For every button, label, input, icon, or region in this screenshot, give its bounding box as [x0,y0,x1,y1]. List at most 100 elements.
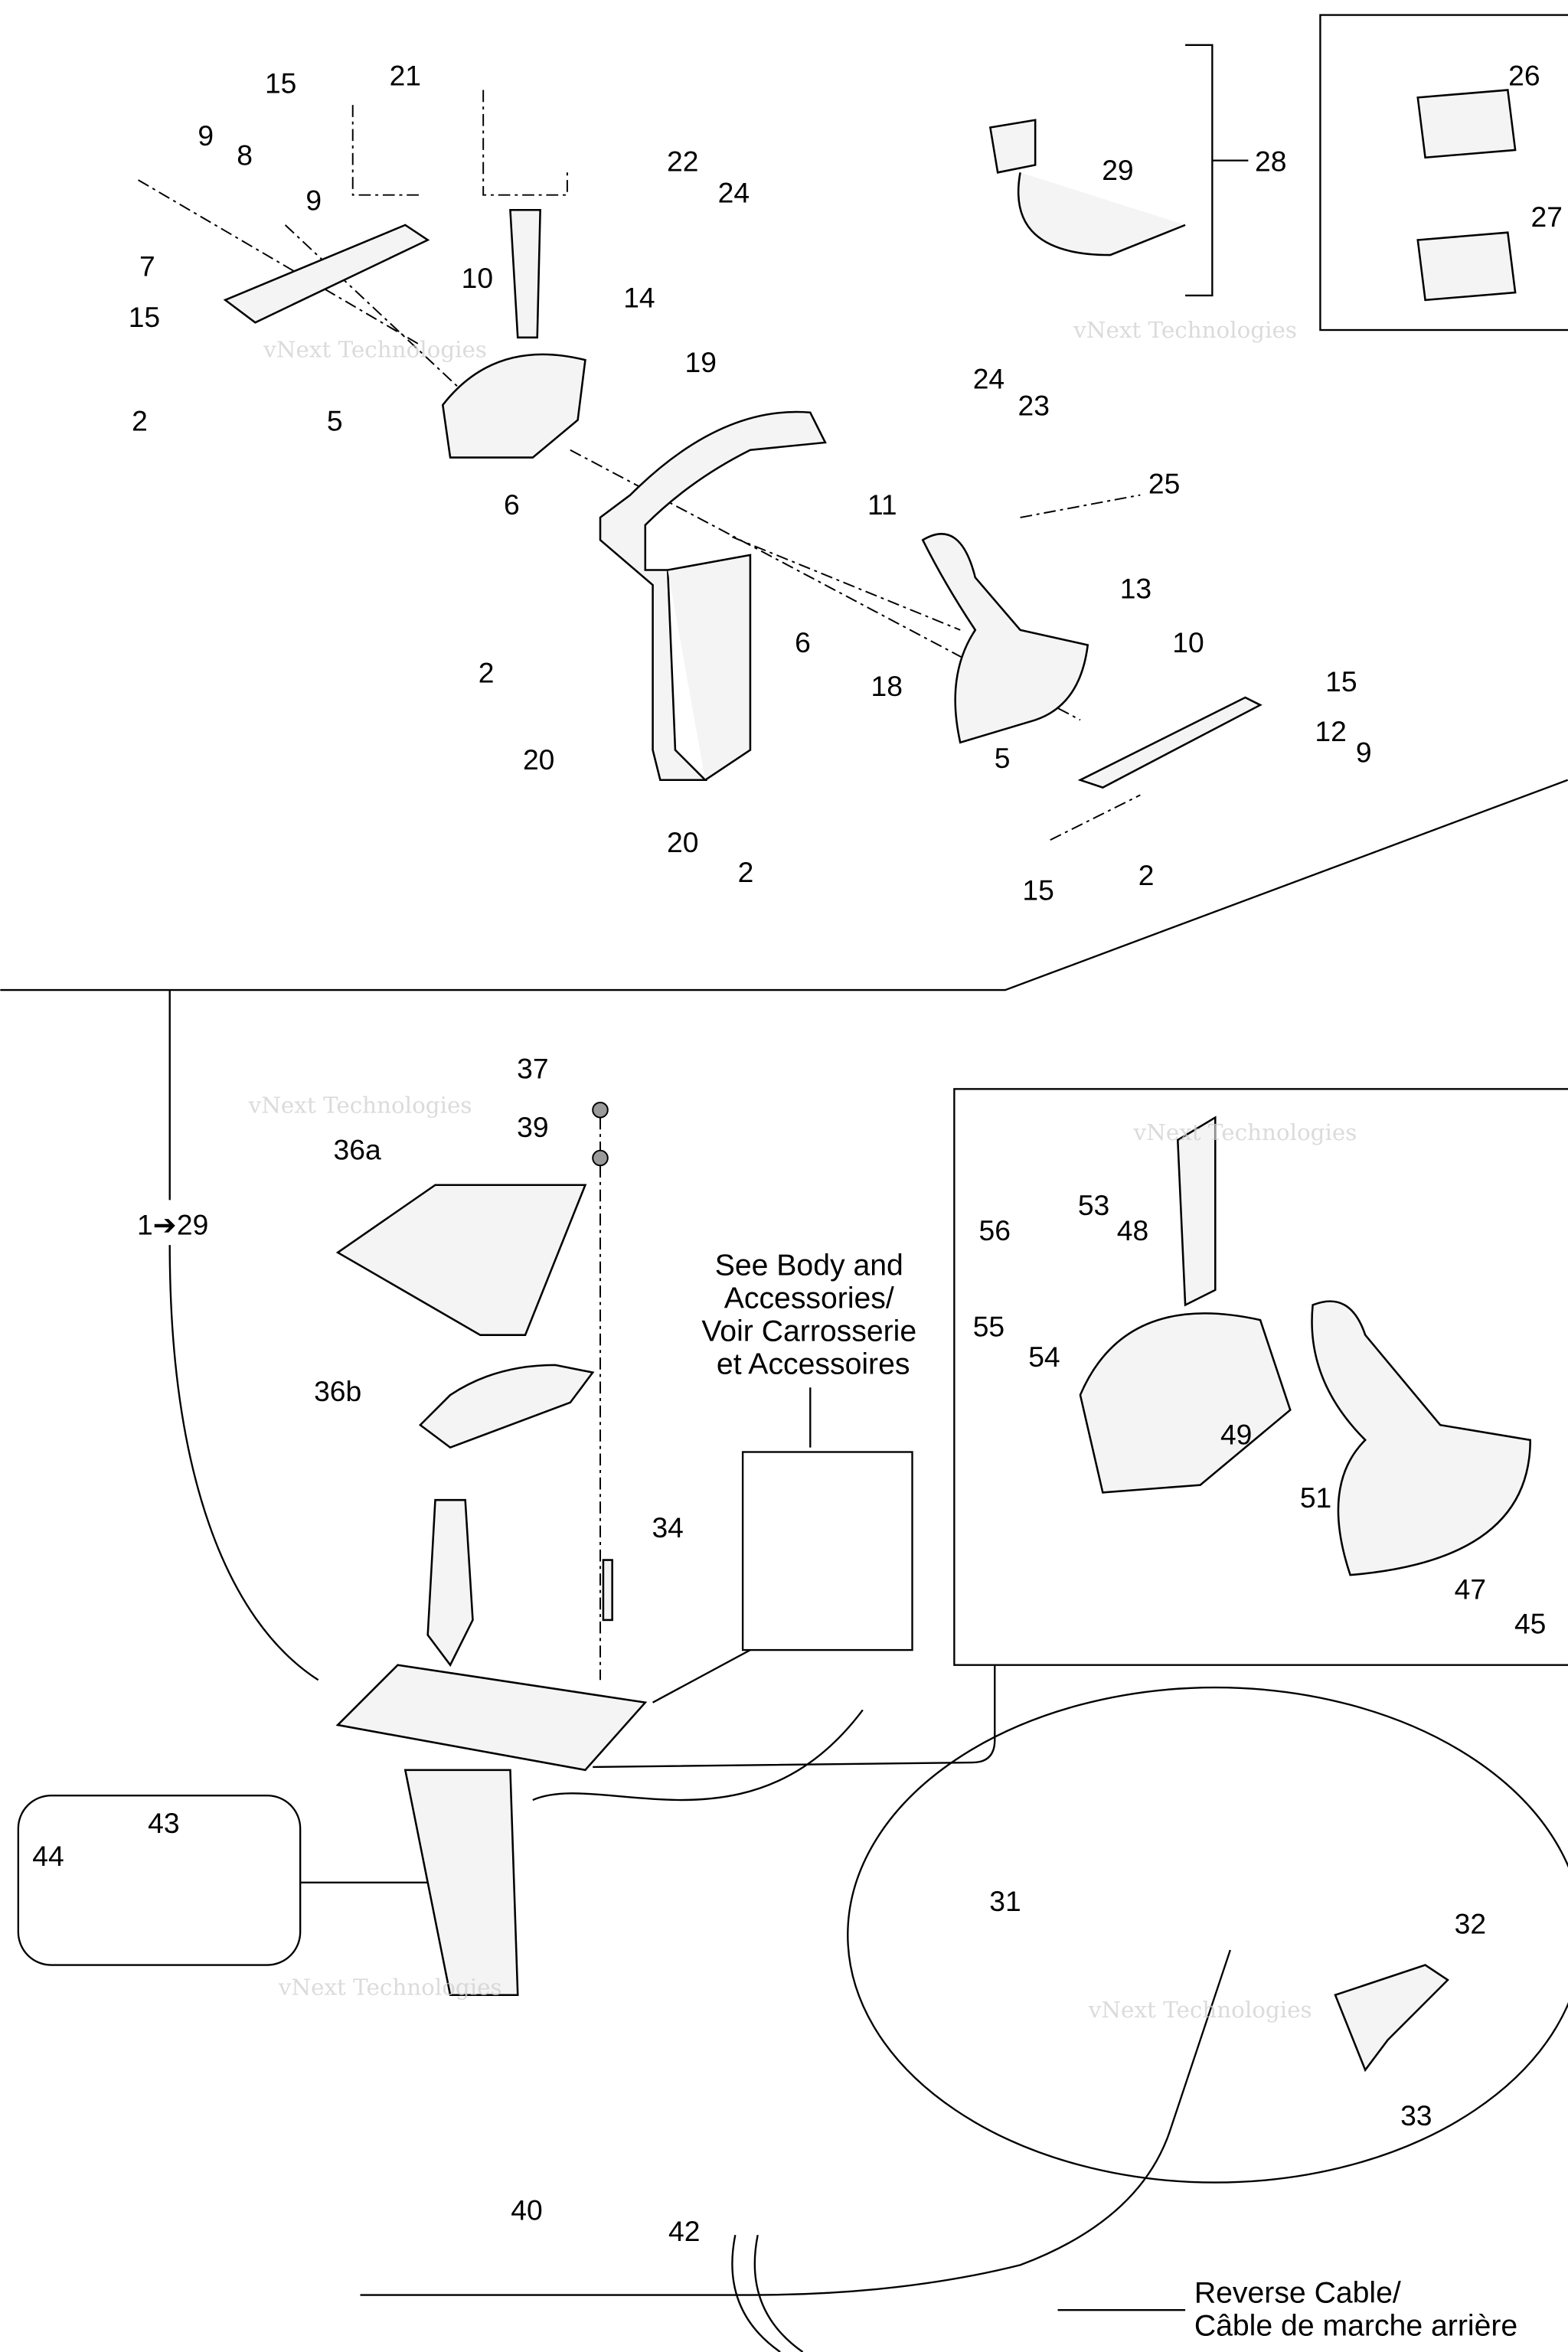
callout-label: 9 [305,184,322,216]
watermark-text: vNext Technologies [1073,317,1297,343]
callout-label: 47 [1455,1573,1486,1605]
callout-label: 2 [132,404,148,436]
see-body-note: See Body and Accessories/ Voir Carrosser… [701,1249,925,1380]
body-arrow-line [652,1649,751,1704]
callout-label: 12 [1315,715,1346,747]
callout-label: 2 [479,656,495,688]
callout-label: 53 [1078,1189,1109,1221]
callout-label: 40 [511,2194,542,2226]
callout-label: 49 [1220,1419,1252,1451]
note-line: See Body and [715,1249,903,1282]
bracket-left [223,224,430,324]
callout-label: 32 [1455,1907,1486,1939]
callout-label: 31 [989,1885,1021,1917]
callout-label: 15 [129,301,160,333]
cover-36a [335,1184,587,1336]
reverse-cable-note: Reverse Cable/ Câble de marche arrière [1194,2276,1517,2342]
note-line: Reverse Cable/ [1194,2276,1401,2309]
callout-label: 26 [1508,60,1540,92]
callout-label: 45 [1514,1608,1546,1640]
cable-detail-ellipse [847,1687,1568,2184]
callout-label: 42 [668,2215,700,2247]
cable-tie-42 [731,2234,804,2352]
callout-label: 43 [148,1807,179,1839]
watermark-text: vNext Technologies [1088,1997,1312,2023]
callout-label: 2 [1138,859,1155,891]
note-line: et Accessoires [717,1348,910,1381]
callout-label: 51 [1300,1481,1331,1514]
callout-label: 24 [718,176,750,208]
callout-label: 9 [198,119,214,152]
trim-sensor-29 [988,119,1186,256]
callout-label: 2 [738,856,754,888]
callout-label: 55 [973,1311,1004,1343]
note-line: Accessories/ [724,1282,894,1315]
callout-label: 18 [871,670,903,702]
callout-label: 8 [237,139,253,172]
callout-label: 1➔29 [137,1208,208,1240]
trim-switch-26 [1416,89,1517,159]
bracket-right [1077,696,1263,789]
callout-label: 20 [667,826,698,858]
callout-label: 44 [32,1840,64,1872]
cable-plate-32 [1334,1964,1449,2073]
callout-label: 28 [1255,145,1286,177]
callout-label: 25 [1148,468,1180,500]
callout-label: 15 [1022,874,1054,906]
inset-arrow-line [593,1664,996,1769]
callout-label: 34 [652,1511,683,1544]
callout-label: 20 [523,743,554,776]
watermarks: vNext Technologies vNext Technologies vNex… [248,317,1357,2023]
lever-14 [441,209,586,459]
callout-label: 10 [462,262,493,294]
lever-detail-inset-box [953,1088,1568,1666]
callout-label: 15 [265,67,296,99]
callout-label: 36a [334,1133,381,1165]
callout-label: 5 [327,404,343,436]
bracket-28 [1185,44,1249,297]
callout-label: 24 [973,362,1004,394]
watermark-text: vNext Technologies [263,336,487,362]
clip-detail-box [17,1794,302,1966]
callout-label: 36b [314,1375,361,1407]
reverse-cable [360,1949,1231,2296]
screw-34 [602,1559,613,1622]
callout-label: 23 [1018,390,1050,422]
watermark-text: vNext Technologies [278,1975,502,2001]
note-line: Câble de marche arrière [1194,2309,1517,2342]
callout-label: 19 [685,346,717,378]
callout-label: 5 [995,742,1011,774]
strap-36b [418,1364,595,1449]
callout-label: 56 [979,1214,1011,1246]
callout-label: 9 [1356,736,1372,768]
watermark-text: vNext Technologies [1133,1119,1357,1145]
watermark-text: vNext Technologies [248,1093,472,1119]
lever-13 [921,533,1089,744]
callout-label: 11 [867,488,897,521]
callout-label: 10 [1172,626,1204,658]
callout-label: 33 [1400,2099,1432,2132]
trim-switch-27 [1416,231,1517,302]
callout-label: 48 [1117,1214,1148,1246]
inset-lever-right [1311,1300,1531,1576]
callout-label: 37 [517,1053,548,1085]
callout-label: 7 [139,250,155,282]
inset-lever-left [1079,1116,1292,1494]
callout-label: 29 [1102,154,1133,186]
section-divider-line [0,779,1568,991]
screw-37 [592,1102,609,1119]
washer-39 [592,1149,609,1167]
callout-label: 6 [504,488,520,521]
control-box-body [599,410,827,782]
control-assembly [335,1498,648,1996]
trim-kit-inset-box [1319,14,1568,332]
callout-label: 21 [390,60,421,92]
callout-label: 13 [1120,573,1152,605]
callout-label: 27 [1531,201,1563,233]
callout-label: 6 [795,626,811,658]
note-line: Voir Carrosserie [701,1315,916,1348]
body-accessories-box [741,1451,913,1651]
callout-label: 14 [623,282,655,314]
